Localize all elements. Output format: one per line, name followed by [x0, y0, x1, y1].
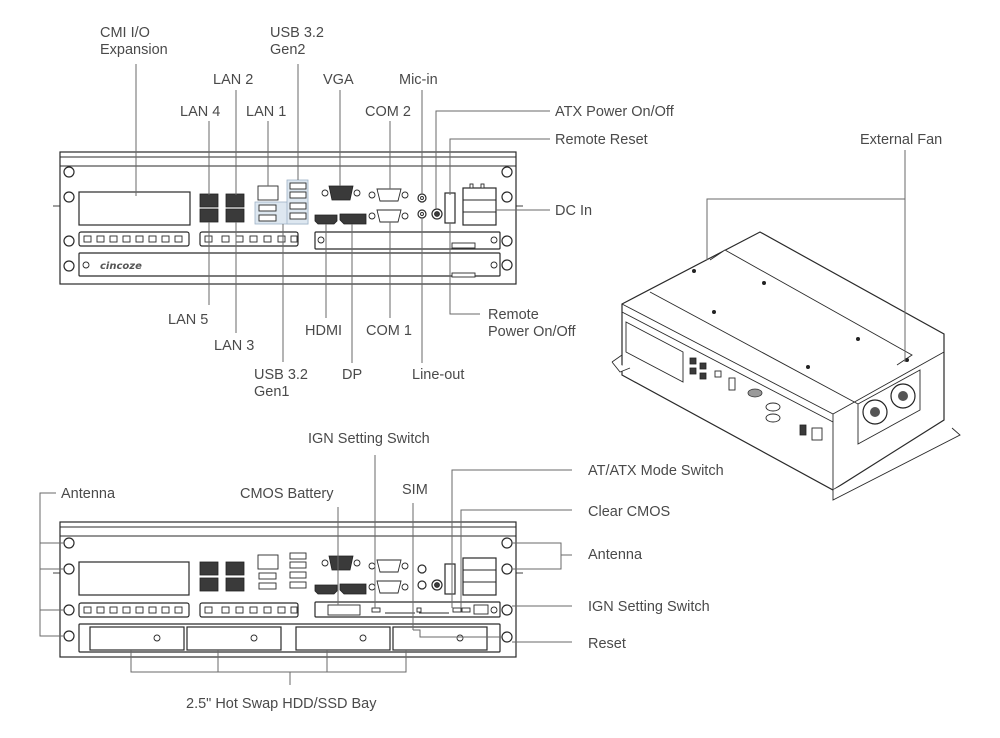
front-panel-top: cincoze [53, 151, 523, 285]
label-dc-in: DC In [555, 203, 592, 219]
antenna-hole-icon [63, 166, 513, 272]
brand-logo: cincoze [100, 261, 142, 272]
label-lan4: LAN 4 [180, 104, 220, 120]
label-antenna-left: Antenna [61, 486, 116, 502]
bottom-callout-lines [39, 455, 572, 685]
vga-port-icon [321, 555, 361, 571]
cmi-expansion-slot [78, 191, 191, 226]
vga-port-icon [321, 185, 361, 201]
com-port-icon [368, 188, 409, 223]
label-at-atx-mode: AT/ATX Mode Switch [588, 463, 724, 479]
usb-port-icon [258, 552, 307, 590]
label-line-out: Line-out [412, 367, 464, 383]
lan-port-icon [199, 554, 279, 592]
label-dp: DP [342, 367, 362, 383]
audio-jack-icon [417, 193, 443, 220]
led-strip-right [199, 231, 299, 247]
label-clear-cmos: Clear CMOS [588, 504, 670, 520]
label-external-fan: External Fan [860, 132, 942, 148]
reset-button-icon [501, 259, 513, 271]
usb-port-icon [258, 182, 307, 222]
label-atx-power: ATX Power On/Off [555, 104, 675, 120]
label-lan1: LAN 1 [246, 104, 286, 120]
dp-port-icon [339, 213, 367, 225]
dc-in-connector-icon [462, 183, 497, 226]
label-hdd-bay: 2.5" Hot Swap HDD/SSD Bay [186, 696, 377, 712]
label-cmos-battery: CMOS Battery [240, 486, 334, 502]
label-sim: SIM [402, 482, 428, 498]
svg-text:Power On/Off: Power On/Off [488, 324, 577, 340]
label-com2: COM 2 [365, 104, 411, 120]
label-lan5: LAN 5 [168, 312, 208, 328]
clear-cmos-switch-icon [371, 607, 381, 613]
top-callout-lines [135, 64, 550, 363]
hdmi-port-icon [314, 584, 338, 595]
label-usb-gen2: USB 3.2 [270, 25, 324, 41]
isometric-chassis [611, 231, 961, 501]
label-remote-reset: Remote Reset [555, 132, 648, 148]
label-lan2: LAN 2 [213, 72, 253, 88]
ign-switch-icon [473, 604, 489, 615]
reset-button-icon [501, 631, 513, 643]
audio-jack-icon [417, 564, 443, 591]
hdmi-port-icon [314, 214, 338, 225]
label-com1: COM 1 [366, 323, 412, 339]
svg-text:Gen2: Gen2 [270, 42, 305, 58]
led-icons [83, 235, 183, 243]
label-hdmi: HDMI [305, 323, 342, 339]
power-switch-icon [444, 192, 456, 224]
label-vga: VGA [323, 72, 354, 88]
front-panel-bottom [53, 521, 523, 658]
dp-port-icon [339, 583, 367, 595]
svg-text:Gen1: Gen1 [254, 384, 289, 400]
isometric-callout: External Fan [706, 132, 942, 362]
label-ign-switch-top: IGN Setting Switch [308, 431, 430, 447]
bottom-callout-labels: Antenna CMOS Battery IGN Setting Switch … [61, 431, 724, 712]
fan-icon [857, 369, 921, 445]
label-mic-in: Mic-in [399, 72, 438, 88]
led-strip-left [78, 231, 190, 247]
lan-port-icon [199, 185, 279, 223]
label-usb-gen1: USB 3.2 [254, 367, 308, 383]
top-callout-labels: CMI I/O Expansion USB 3.2 Gen2 LAN 2 LAN… [100, 25, 675, 400]
hdd-bay-icon [89, 626, 488, 651]
isometric-ports [689, 357, 823, 441]
label-antenna-right: Antenna [588, 547, 643, 563]
svg-text:Expansion: Expansion [100, 42, 168, 58]
cmos-battery-icon [327, 604, 361, 616]
label-ign-switch-right: IGN Setting Switch [588, 599, 710, 615]
label-lan3: LAN 3 [214, 338, 254, 354]
label-cmi-io: CMI I/O [100, 25, 150, 41]
label-remote-power: Remote [488, 307, 539, 323]
dc-in-connector-icon [462, 557, 497, 596]
label-reset: Reset [588, 636, 626, 652]
power-switch-icon [444, 563, 456, 595]
